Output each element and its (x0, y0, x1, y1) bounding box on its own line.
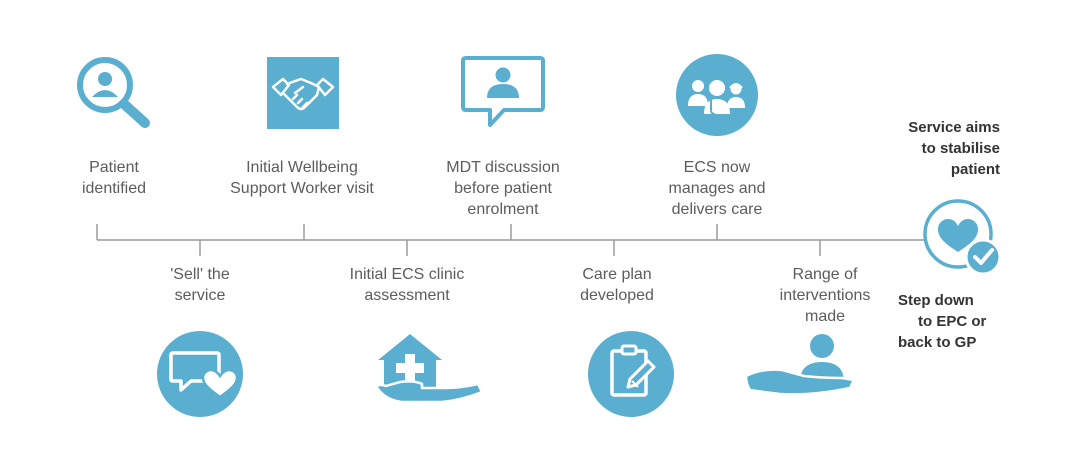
label-line: developed (580, 287, 654, 304)
label-line: enrolment (467, 201, 539, 218)
label-line: manages and (668, 180, 766, 197)
label-line: Support Worker visit (230, 180, 374, 197)
step-label-mdt-discussion: MDT discussion before patient enrolment (413, 157, 593, 220)
step-down-line: back to GP (898, 334, 977, 351)
speech-bubble-user-icon (461, 56, 545, 127)
end-goal-line: to stabilise (921, 140, 1000, 157)
care-team-icon (676, 54, 758, 136)
label-line: Initial ECS clinic (349, 266, 465, 283)
step-label-wellbeing-visit: Initial Wellbeing Support Worker visit (212, 157, 392, 199)
label-line: 'Sell' the (170, 266, 230, 283)
label-line: Patient (89, 159, 139, 176)
label-line: MDT discussion (446, 159, 560, 176)
label-line: before patient (454, 180, 552, 197)
clipboard-icon (588, 331, 674, 417)
person-hand-icon (744, 334, 856, 396)
step-label-ecs-manages: ECS now manages and delivers care (627, 157, 807, 220)
step-down-line: to EPC or (918, 313, 987, 330)
step-label-sell-service: 'Sell' the service (110, 264, 290, 306)
step-down-text: Step down to EPC or back to GP (898, 290, 998, 353)
step-down-line: Step down (898, 292, 974, 309)
end-goal-line: Service aims (908, 119, 1000, 136)
label-line: service (174, 287, 226, 304)
timeline-ticks-down (199, 240, 821, 256)
label-line: Initial Wellbeing (246, 159, 358, 176)
step-label-patient-identified: Patient identified (24, 157, 204, 199)
label-line: identified (81, 180, 147, 197)
search-user-icon (77, 57, 150, 128)
step-label-care-plan: Care plan developed (527, 264, 707, 306)
timeline-ticks-up (96, 224, 718, 240)
label-line: delivers care (671, 201, 763, 218)
label-line: Range of (792, 266, 858, 283)
label-line: Care plan (582, 266, 652, 283)
chat-heart-icon (157, 331, 243, 417)
step-label-interventions: Range of interventions made (735, 264, 915, 327)
label-line: interventions (779, 287, 871, 304)
step-label-clinic-assessment: Initial ECS clinic assessment (317, 264, 497, 306)
end-goal-line: patient (950, 161, 1000, 178)
label-line: made (804, 308, 846, 325)
home-care-hand-icon (374, 334, 484, 404)
heart-check-icon (923, 199, 1002, 276)
label-line: assessment (364, 287, 450, 304)
handshake-icon (267, 57, 339, 129)
end-goal-text: Service aims to stabilise patient (880, 117, 1000, 180)
label-line: ECS now (683, 159, 751, 176)
